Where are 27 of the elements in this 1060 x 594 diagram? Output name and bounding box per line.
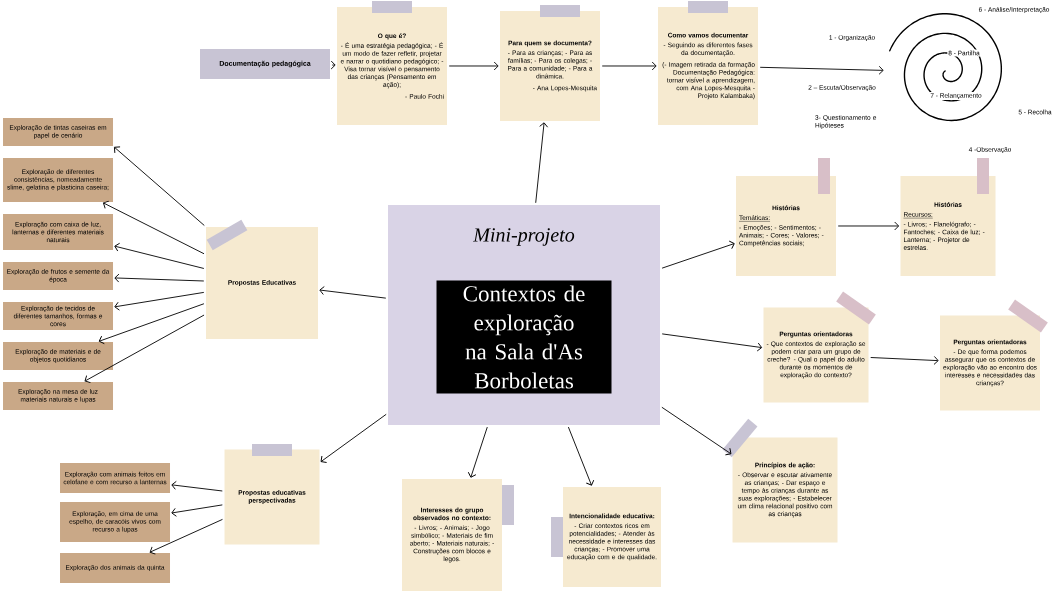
arrow — [98, 303, 205, 345]
arrow — [320, 413, 387, 463]
arrow — [114, 273, 205, 283]
title-banner: Contextos de exploração na Sala d'As Borboletas — [436, 280, 612, 394]
arrow — [467, 426, 488, 478]
arrow — [171, 504, 223, 517]
arrow — [870, 356, 939, 365]
spiral-drawing — [889, 13, 1003, 122]
arrow — [535, 122, 549, 204]
arrow — [114, 242, 205, 269]
arrow — [330, 60, 336, 70]
arrow — [102, 200, 205, 255]
arrow — [171, 480, 223, 492]
arrow — [759, 65, 884, 75]
arrow — [661, 333, 763, 352]
arrow — [149, 518, 223, 555]
arrow — [661, 406, 732, 456]
arrow — [114, 291, 205, 311]
arrow — [114, 146, 205, 226]
arrow — [319, 286, 387, 299]
arrow — [448, 61, 499, 71]
subtitle: Mini-projeto — [473, 228, 575, 246]
arrow — [567, 426, 595, 486]
arrow — [661, 240, 735, 269]
arrow — [837, 221, 900, 231]
arrow — [601, 61, 657, 71]
arrow — [84, 314, 205, 383]
